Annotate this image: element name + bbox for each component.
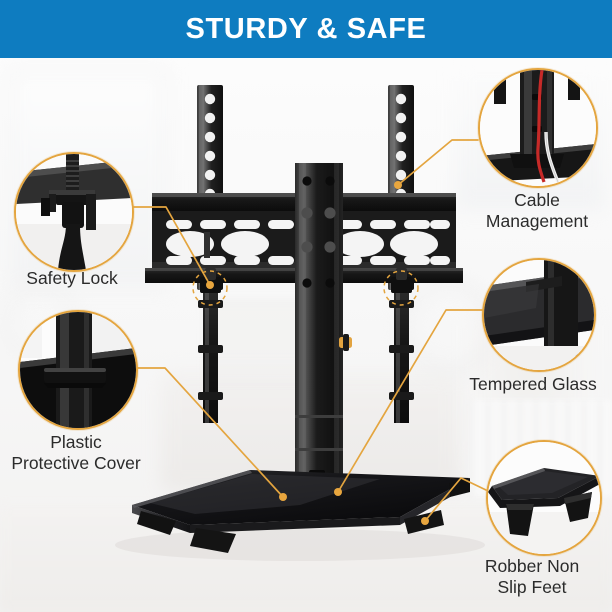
callout-image-cable-management — [478, 68, 598, 188]
header-banner: STURDY & SAFE — [0, 0, 612, 58]
callout-image-plastic-cover — [18, 310, 138, 430]
callout-label-tempered-glass: Tempered Glass — [469, 374, 597, 394]
callout-image-tempered-glass — [482, 258, 596, 372]
rubber-foot-back-left — [137, 511, 176, 535]
callout-image-safety-lock — [14, 152, 134, 272]
callout-label-cable-management: Cable Management — [485, 190, 589, 231]
rubber-foot-front-left — [190, 528, 236, 553]
callout-label-plastic-cover: Plastic Protective Cover — [11, 432, 141, 473]
page-title: STURDY & SAFE — [185, 12, 427, 45]
callout-label-rubber-feet: Robber Non Slip Feet — [484, 556, 580, 597]
callout-label-safety-lock: Safety Lock — [26, 268, 118, 288]
callout-image-rubber-feet — [486, 440, 602, 556]
